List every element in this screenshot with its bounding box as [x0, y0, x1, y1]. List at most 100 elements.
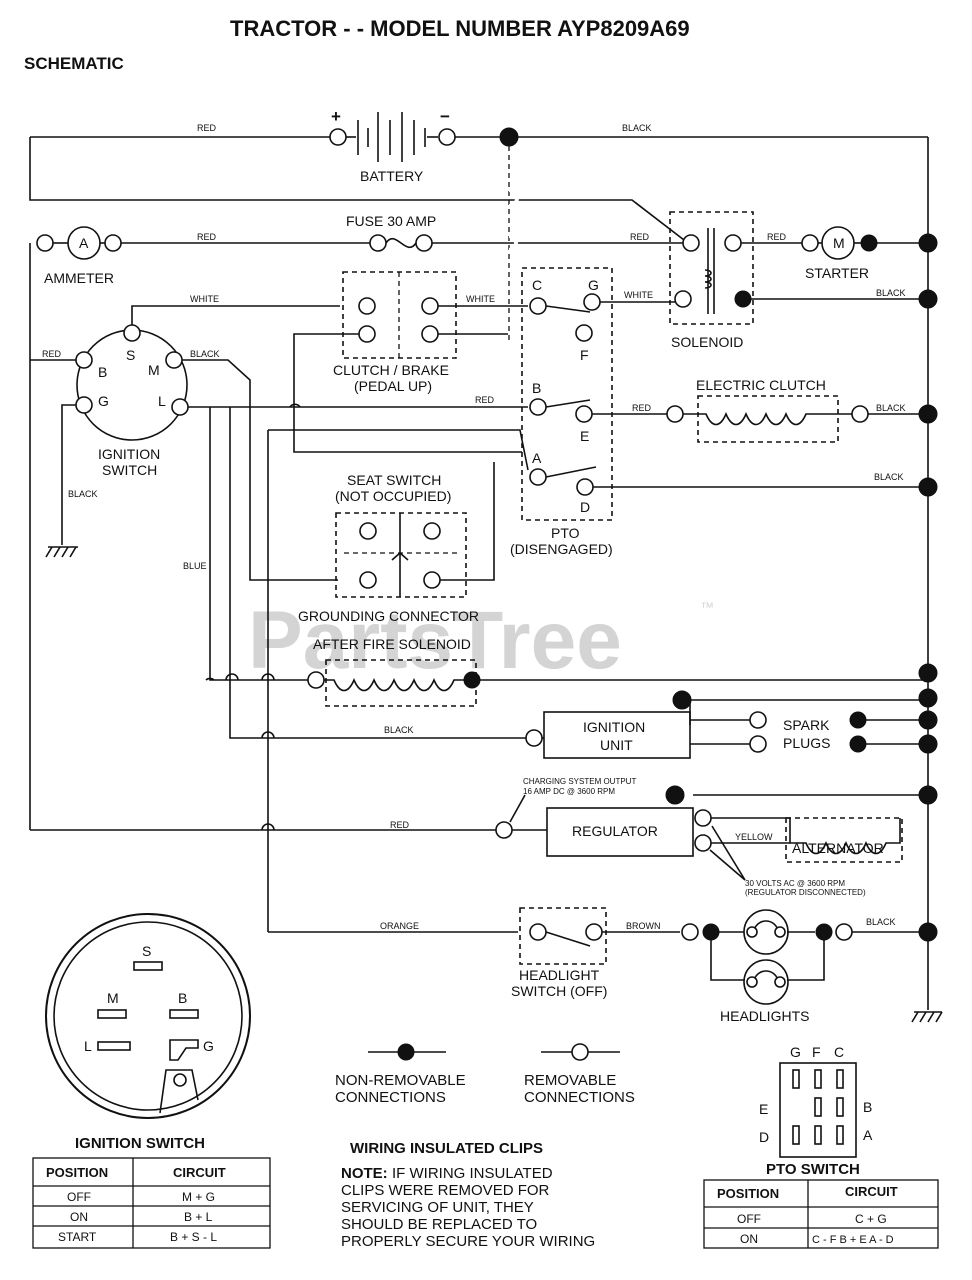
ign-terminal-s: S [126, 347, 135, 363]
seat-switch-wire [440, 462, 495, 581]
ign-terminal-g: G [98, 393, 109, 409]
ign-terminal-b: B [98, 364, 107, 380]
legend-removable: REMOVABLE CONNECTIONS [524, 1043, 635, 1106]
ignition-table-cell: B + S - L [170, 1230, 217, 1244]
pto-face-b: B [863, 1099, 872, 1115]
ignition-switch: S B M G L IGNITION SWITCH [75, 324, 189, 478]
ammeter: A AMMETER [29, 226, 122, 830]
ground-junction [672, 690, 692, 710]
pto-terminal-c: C [532, 277, 542, 293]
regulator-ac-terminal [694, 834, 712, 852]
battery: + − BATTERY RED BLACK [30, 107, 928, 184]
ignition-unit: IGNITION UNIT [525, 711, 691, 759]
ignition-switch-table: IGNITION SWITCH POSITION CIRCUIT OFF M +… [32, 1135, 271, 1249]
wiring-clips-line: PROPERLY SECURE YOUR WIRING [341, 1233, 595, 1250]
ignition-switch-label-2: SWITCH [102, 462, 157, 478]
battery-to-solenoid-wire [29, 137, 685, 241]
headlight-switch-label-1: HEADLIGHT [519, 967, 600, 983]
pto-terminal-e: E [580, 428, 589, 444]
fuse-label: FUSE 30 AMP [346, 213, 436, 229]
charging-connector [495, 821, 513, 839]
ground-junction [918, 688, 938, 708]
pto-terminal-a: A [532, 450, 542, 466]
ground-junction [918, 404, 938, 424]
face-l: L [84, 1038, 92, 1054]
volts-pointer [709, 849, 746, 881]
ign-m-wire [182, 359, 338, 581]
grounding-connector-label: GROUNDING CONNECTOR [298, 608, 479, 624]
seat-switch-label-1: SEAT SWITCH [347, 472, 441, 488]
wire-label-black: BLACK [876, 403, 906, 413]
wiring-clips-title: WIRING INSULATED CLIPS [350, 1140, 543, 1157]
wire-label-black: BLACK [384, 725, 414, 735]
battery-plus: + [331, 107, 341, 126]
face-s: S [142, 943, 151, 959]
wire-label-red: RED [632, 403, 652, 413]
solenoid-label: SOLENOID [671, 334, 743, 350]
pto-a-wire [268, 429, 529, 471]
ignition-table-cell: OFF [67, 1190, 91, 1204]
wiring-clips-note: WIRING INSULATED CLIPS NOTE: IF WIRING I… [341, 1140, 595, 1250]
alternator: ALTERNATOR [785, 817, 903, 863]
ignition-table-cell: B + L [184, 1210, 213, 1224]
electric-clutch-label: ELECTRIC CLUTCH [696, 377, 826, 393]
after-fire-solenoid: AFTER FIRE SOLENOID [307, 636, 481, 707]
ground-symbol-right [911, 1011, 943, 1023]
spark-plugs: SPARK PLUGS [749, 711, 867, 753]
spark-plugs-label-2: PLUGS [783, 735, 830, 751]
wire-label-red: RED [475, 395, 495, 405]
face-b: B [178, 990, 187, 1006]
ignition-unit-label-1: IGNITION [583, 719, 645, 735]
wire-label-orange: ORANGE [380, 921, 419, 931]
wire-label-red: RED [390, 820, 410, 830]
after-fire-blue-wire [209, 407, 312, 681]
ground-junction [665, 785, 685, 805]
wire-label-yellow: YELLOW [735, 832, 773, 842]
ammeter-symbol: A [79, 235, 89, 251]
wire-label-black: BLACK [622, 123, 652, 133]
clutch-brake-label-1: CLUTCH / BRAKE [333, 362, 449, 378]
pto-face-e: E [759, 1101, 768, 1117]
ground-junction [918, 663, 938, 683]
regulator-ac-terminal [694, 809, 712, 827]
headlights-label: HEADLIGHTS [720, 1008, 809, 1024]
wiring-clips-line: IF WIRING INSULATED [392, 1165, 553, 1182]
pto-terminal-g: G [588, 277, 599, 293]
ignition-switch-label-1: IGNITION [98, 446, 160, 462]
ignition-table-title: IGNITION SWITCH [75, 1135, 205, 1152]
pto-terminal-f: F [580, 347, 589, 363]
ign-terminal-l: L [158, 393, 166, 409]
wiring-clips-line: CLIPS WERE REMOVED FOR [341, 1182, 550, 1199]
pto-switch: C G F B E A D PTO (DISENGAGED) [510, 267, 613, 557]
ign-g-ground-wire [61, 404, 76, 545]
face-m: M [107, 990, 119, 1006]
starter-motor: M STARTER [801, 226, 878, 281]
pto-switch-face: G F C E B D A [759, 1044, 873, 1158]
seat-switch-label-2: (NOT OCCUPIED) [335, 488, 451, 504]
battery-label: BATTERY [360, 168, 424, 184]
starter-symbol: M [833, 235, 845, 251]
pto-face-g: G [790, 1044, 801, 1060]
solenoid: SOLENOID [669, 211, 754, 350]
face-g: G [203, 1038, 214, 1054]
ground-junction [918, 289, 938, 309]
wire-label-white: WHITE [624, 290, 653, 300]
wire-label-white: WHITE [466, 294, 495, 304]
pto-face-d: D [759, 1129, 769, 1145]
after-fire-solenoid-label: AFTER FIRE SOLENOID [313, 636, 471, 652]
wire-label-red: RED [42, 349, 62, 359]
ignition-table-cell: ON [70, 1210, 88, 1224]
pto-terminal-b: B [532, 380, 541, 396]
volts-note-1: 30 VOLTS AC @ 3600 RPM [745, 879, 845, 888]
legend-removable-2: CONNECTIONS [524, 1089, 635, 1106]
ign-s-wire [131, 305, 340, 325]
ground-junction [918, 785, 938, 805]
pto-table-cell: C - F B + E A - D [812, 1234, 894, 1246]
charging-note-2: 16 AMP DC @ 3600 RPM [523, 787, 615, 796]
headlight-switch: HEADLIGHT SWITCH (OFF) [511, 907, 607, 999]
electric-clutch: ELECTRIC CLUTCH [666, 377, 869, 443]
seat-switch: SEAT SWITCH (NOT OCCUPIED) [335, 472, 467, 598]
regulator-label: REGULATOR [572, 823, 658, 839]
charging-pointer [509, 794, 526, 823]
pto-table-title: PTO SWITCH [766, 1161, 860, 1178]
